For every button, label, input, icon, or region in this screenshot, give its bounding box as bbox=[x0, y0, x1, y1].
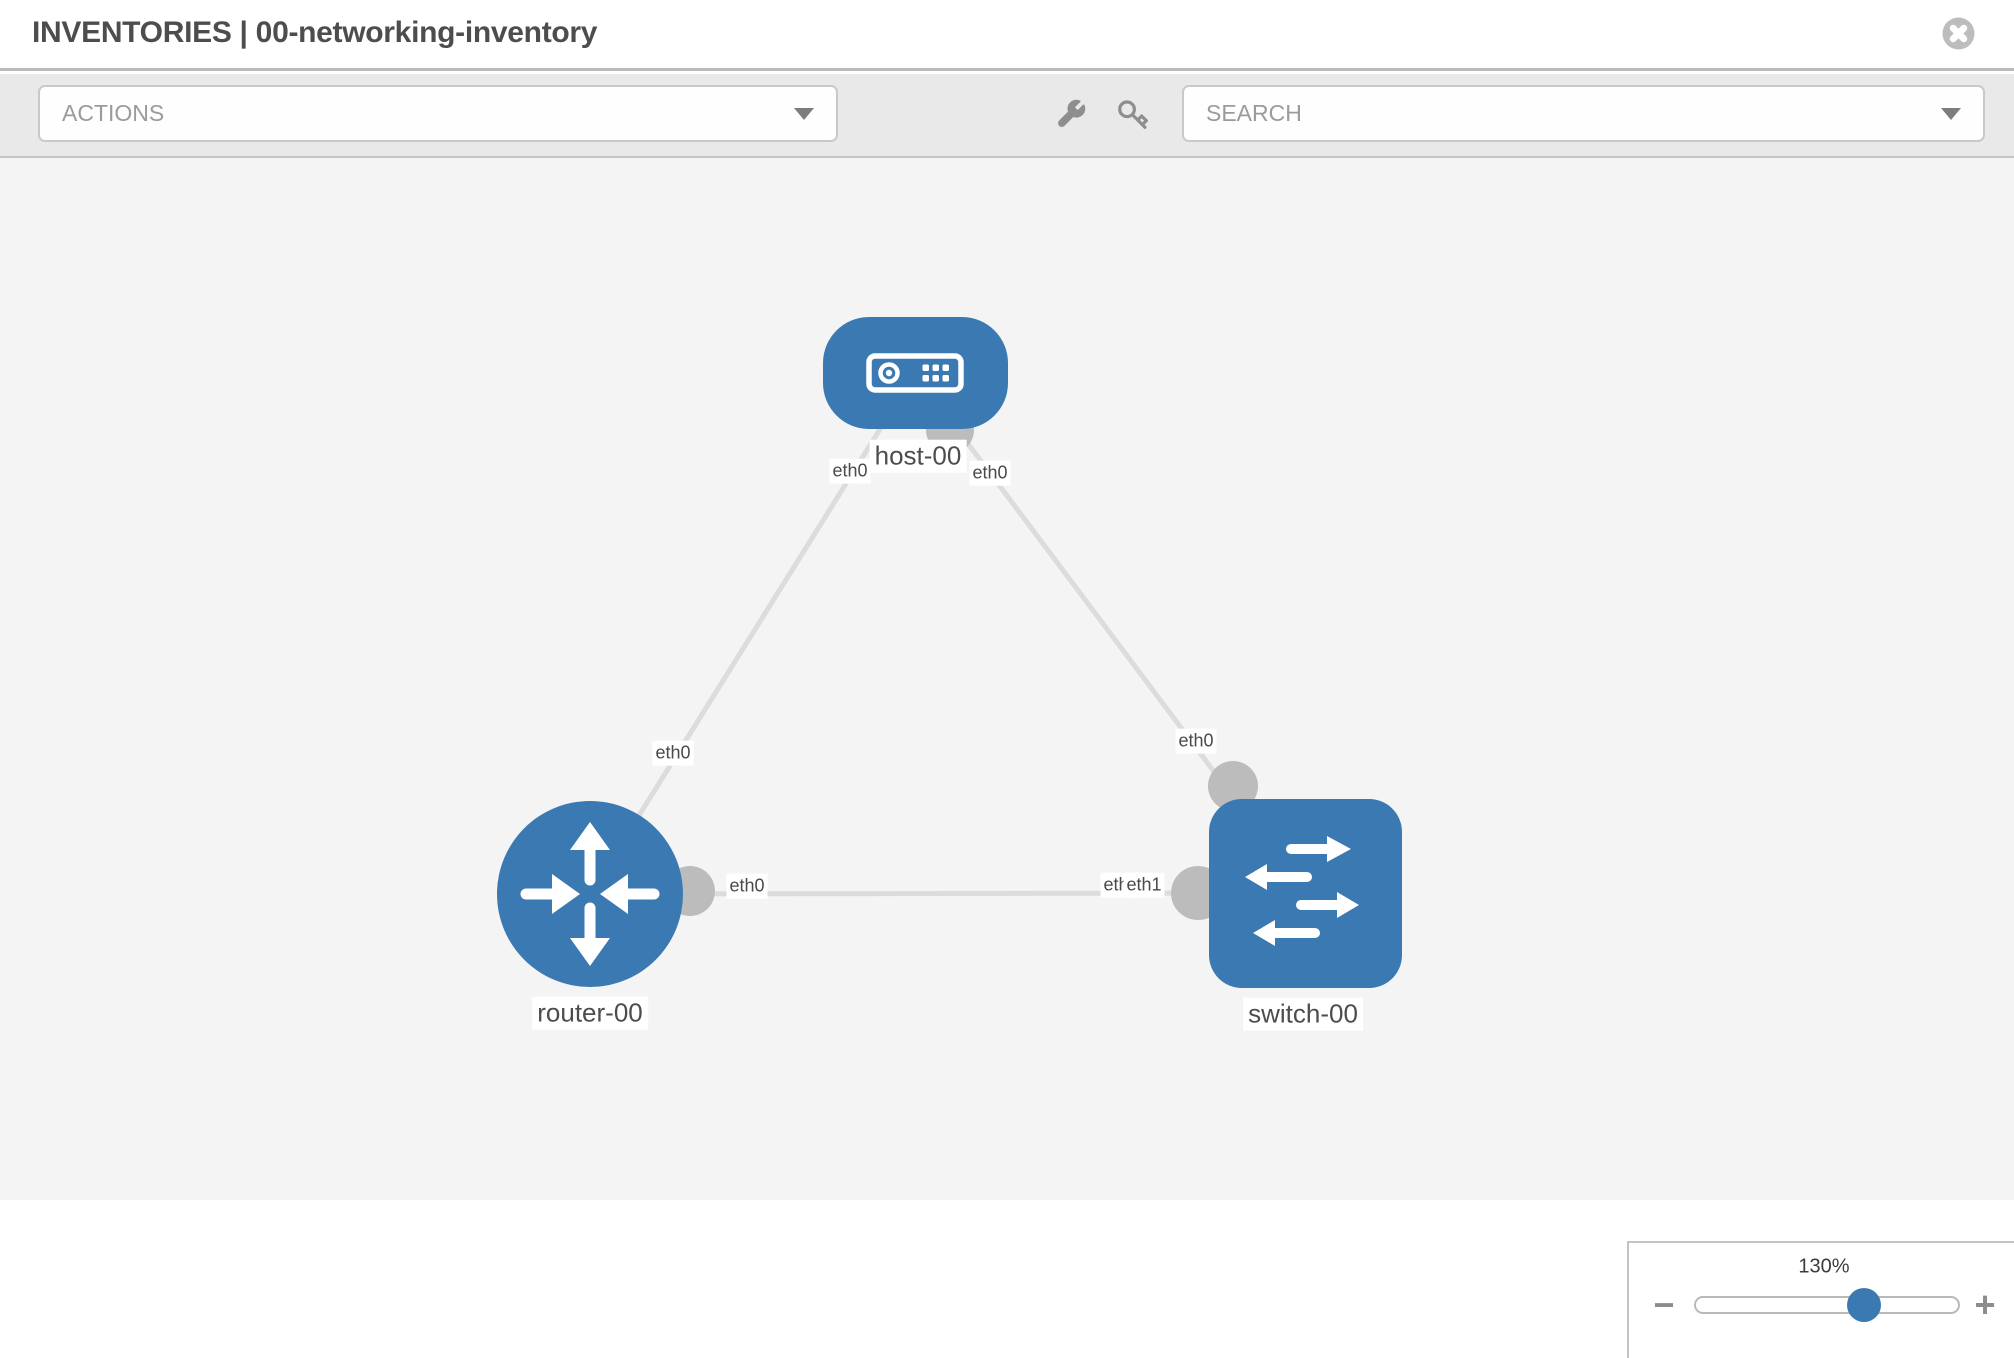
node-label-host: host-00 bbox=[869, 439, 967, 473]
node-label-switch: switch-00 bbox=[1243, 997, 1363, 1031]
router-icon bbox=[520, 822, 660, 966]
toolbar: ACTIONS SEARCH bbox=[0, 74, 2014, 158]
endpoint-switch-eth0[interactable] bbox=[1208, 761, 1258, 811]
node-label-router: router-00 bbox=[532, 996, 648, 1030]
topology-canvas[interactable]: eth0 eth0 eth0 eth0 eth0 eth0 eth1 host-… bbox=[0, 158, 2014, 1358]
close-icon-x bbox=[1949, 24, 1968, 43]
host-node-shape bbox=[823, 317, 1008, 429]
wrench-icon[interactable] bbox=[1055, 98, 1087, 130]
close-icon[interactable] bbox=[1942, 17, 1975, 50]
wrench-icon-path bbox=[1058, 99, 1086, 127]
search-input[interactable]: SEARCH bbox=[1182, 85, 1985, 142]
iface-label: eth0 bbox=[726, 873, 768, 899]
page-title: INVENTORIES | 00-networking-inventory bbox=[32, 16, 598, 49]
iface-label: eth1 bbox=[1123, 872, 1165, 898]
iface-label: eth0 bbox=[1175, 728, 1217, 754]
chevron-down-icon bbox=[794, 107, 814, 120]
host-icon bbox=[866, 353, 964, 393]
key-icon-group bbox=[1118, 100, 1148, 129]
iface-label: eth0 bbox=[969, 460, 1011, 486]
zoom-slider-track[interactable] bbox=[1694, 1296, 1960, 1314]
topology-svg bbox=[497, 317, 1402, 988]
node-switch-00[interactable] bbox=[1209, 799, 1402, 988]
switch-icon bbox=[1245, 836, 1359, 946]
key-icon-path bbox=[1118, 100, 1148, 129]
zoom-slider-handle[interactable] bbox=[1847, 1288, 1881, 1322]
chevron-down-icon bbox=[1941, 107, 1961, 120]
zoom-in-button[interactable]: + bbox=[1974, 1284, 1996, 1325]
actions-dropdown[interactable]: ACTIONS bbox=[38, 85, 838, 142]
zoom-panel: 130% − + bbox=[1627, 1241, 2014, 1358]
node-router-00[interactable] bbox=[497, 801, 683, 987]
breadcrumb-header: INVENTORIES | 00-networking-inventory bbox=[0, 0, 2014, 71]
iface-label: eth0 bbox=[829, 458, 871, 484]
zoom-level-value: 130% bbox=[1798, 1255, 1850, 1278]
iface-label: eth0 bbox=[652, 740, 694, 766]
key-icon[interactable] bbox=[1117, 98, 1149, 130]
actions-dropdown-label: ACTIONS bbox=[62, 100, 165, 126]
switch-node-shape bbox=[1209, 799, 1402, 988]
search-placeholder: SEARCH bbox=[1206, 100, 1302, 126]
router-node-shape bbox=[497, 801, 683, 987]
zoom-out-button[interactable]: − bbox=[1653, 1284, 1675, 1325]
node-host-00[interactable] bbox=[823, 317, 1008, 429]
link-endpoints-layer bbox=[665, 406, 1258, 920]
